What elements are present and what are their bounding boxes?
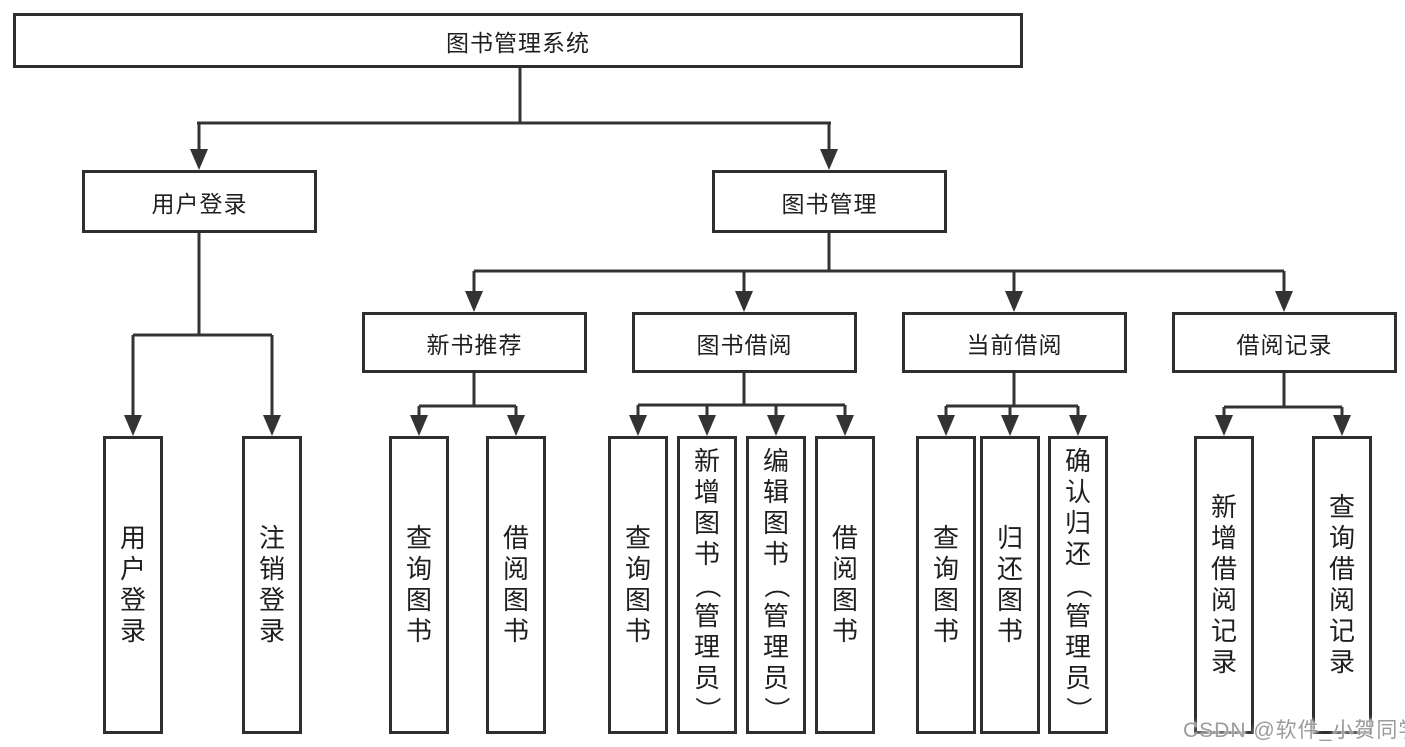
leaf-query-books-current: 查询图书: [916, 436, 976, 734]
leaf-edit-books-admin: 编辑图书（管理员）: [746, 436, 806, 734]
leaf-add-borrow-record: 新增借阅记录: [1194, 436, 1254, 734]
node-borrowing-records: 借阅记录: [1172, 312, 1397, 373]
node-label: 图书管理: [781, 190, 878, 217]
leaf-borrow-books: 借阅图书: [815, 436, 875, 734]
node-label: 借阅记录: [1236, 331, 1333, 358]
node-label: 图书管理系统: [446, 29, 590, 56]
leaf-confirm-return-admin: 确认归还（管理员）: [1048, 436, 1108, 734]
node-label: 图书借阅: [696, 331, 793, 358]
leaf-logout: 注销登录: [242, 436, 302, 734]
leaf-return-books: 归还图书: [980, 436, 1040, 734]
leaf-query-books-recommend: 查询图书: [389, 436, 449, 734]
node-label: 用户登录: [151, 190, 248, 217]
node-book-management: 图书管理: [712, 170, 947, 233]
leaf-query-borrow-record: 查询借阅记录: [1312, 436, 1372, 734]
node-library-system: 图书管理系统: [13, 13, 1023, 68]
leaf-add-books-admin: 新增图书（管理员）: [677, 436, 737, 734]
node-new-book-recommend: 新书推荐: [362, 312, 587, 373]
node-current-borrowing: 当前借阅: [902, 312, 1127, 373]
leaf-user-login: 用户登录: [103, 436, 163, 734]
node-user-login-branch: 用户登录: [82, 170, 317, 233]
node-label: 当前借阅: [966, 331, 1063, 358]
node-label: 新书推荐: [426, 331, 523, 358]
leaf-query-books-borrowing: 查询图书: [608, 436, 668, 734]
node-book-borrowing: 图书借阅: [632, 312, 857, 373]
leaf-borrow-books-recommend: 借阅图书: [486, 436, 546, 734]
csdn-watermark: CSDN @软件_小贺同学: [1183, 719, 1405, 742]
